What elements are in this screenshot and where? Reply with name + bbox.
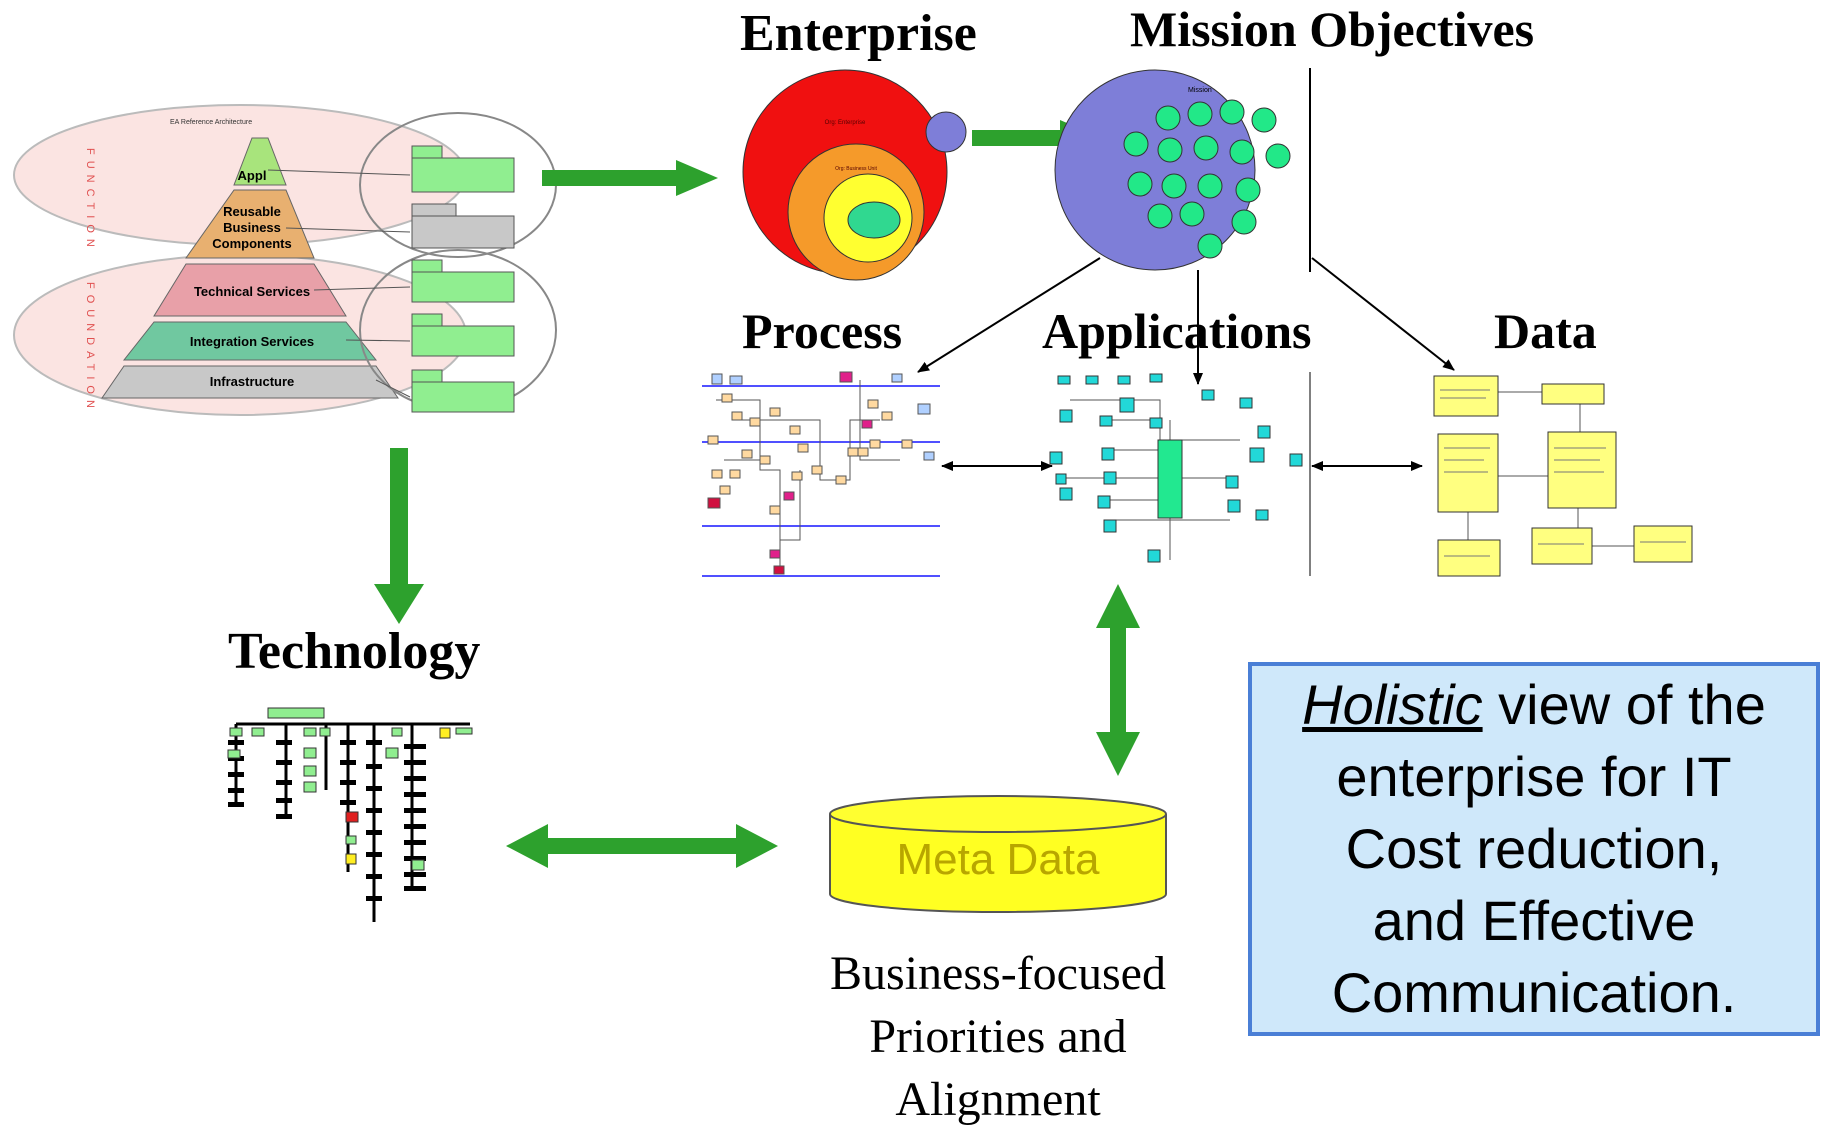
caption-line-3: Alignment [895, 1073, 1101, 1126]
process-model-thumbnail [702, 371, 940, 577]
pyramid-label-technical-services: Technical Services [194, 284, 310, 299]
arrow-pyramid-to-enterprise [542, 160, 718, 196]
mission-objectives-title: Mission Objectives [1130, 1, 1535, 57]
mission-objectives-circle: Mission [1054, 68, 1311, 272]
callout-line-3: Cost reduction, [1345, 817, 1723, 880]
caption-line-2: Priorities and [869, 1010, 1127, 1063]
pyramid-label-reusable: Reusable [223, 204, 281, 219]
arrow-technology-metadata [506, 824, 778, 868]
data-title: Data [1494, 303, 1597, 359]
pyramid-layer-infrastructure [101, 365, 399, 399]
arrow-down-to-technology [374, 448, 424, 624]
pyramid-layer-integration [122, 321, 378, 361]
applications-model-thumbnail [1049, 372, 1311, 576]
svg-text:Org: Enterprise: Org: Enterprise [825, 120, 866, 126]
meta-data-cylinder: Meta Data [829, 795, 1167, 913]
callout-line-2: enterprise for IT [1336, 745, 1732, 808]
pyramid-label-infrastructure: Infrastructure [210, 374, 295, 389]
pyramid-layer-technical [153, 263, 347, 317]
technology-title: Technology [228, 623, 481, 680]
process-title: Process [742, 303, 903, 359]
arrow-applications-metadata [1096, 584, 1140, 776]
pyramid-label-business: Business [223, 220, 281, 235]
callout-line-5: Communication. [1331, 961, 1737, 1024]
callout-line-4: and Effective [1372, 889, 1696, 952]
priorities-caption: Business-focused Priorities and Alignmen… [790, 942, 1206, 1131]
technology-tree-thumbnail [227, 707, 473, 922]
holistic-view-callout: Holistic view of the enterprise for IT C… [1248, 662, 1820, 1036]
callout-emphasis: Holistic [1302, 673, 1483, 736]
svg-text:Org: Business Unit: Org: Business Unit [835, 166, 877, 172]
pyramid-label-integration-services: Integration Services [190, 334, 314, 349]
enterprise-title: Enterprise [740, 5, 977, 62]
pyramid-label-components: Components [212, 236, 291, 251]
enterprise-circles: Org: Enterprise Org: Business Unit [742, 69, 967, 281]
reference-architecture-pyramid: FUNCTION FOUNDATION EA Reference Archite… [13, 104, 557, 416]
callout-text: Holistic view of the enterprise for IT C… [1252, 669, 1816, 1029]
data-model-thumbnail [1433, 375, 1693, 577]
pyramid-label-appl: Appl [238, 168, 267, 183]
pyramid-layer-appl [233, 137, 287, 186]
function-side-label: FUNCTION [84, 148, 96, 253]
pyramid-layer-reusable [185, 189, 315, 259]
callout-line-1: view of the [1482, 673, 1766, 736]
svg-text:Mission: Mission [1188, 87, 1212, 94]
meta-data-label: Meta Data [897, 835, 1101, 884]
applications-title: Applications [1042, 303, 1312, 359]
pyramid-caption-text: EA Reference Architecture [170, 119, 252, 126]
caption-line-1: Business-focused [830, 947, 1166, 1000]
foundation-side-label: FOUNDATION [84, 282, 96, 414]
mission-connectors [917, 257, 1455, 471]
